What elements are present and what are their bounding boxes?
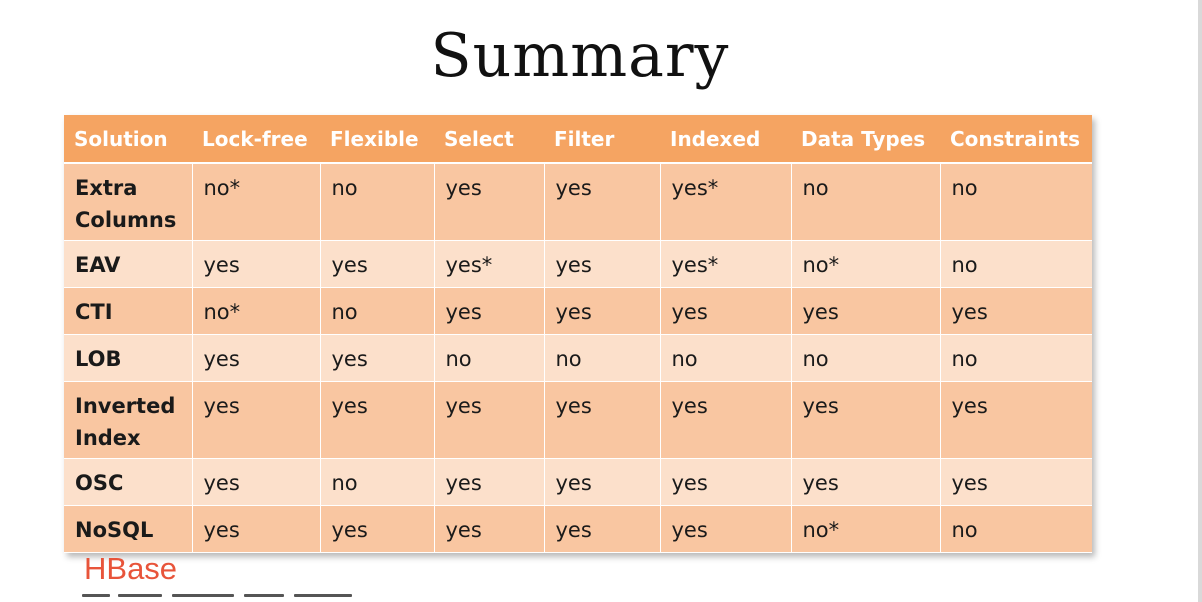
table-cell: no	[790, 163, 940, 241]
hbase-footnote: HBase	[84, 551, 178, 586]
table-cell: yes	[790, 381, 940, 459]
header-select: Select	[434, 115, 544, 164]
table-cell: no	[433, 334, 544, 382]
table-cell: no*	[191, 163, 320, 241]
table-cell: no	[659, 334, 791, 382]
header-constraints: Constraints	[940, 115, 1092, 164]
table-cell: yes	[191, 505, 320, 553]
cropped-text-line	[82, 594, 382, 602]
table-cell: yes	[543, 240, 660, 288]
table-cell: yes	[191, 381, 320, 459]
table-cell: no	[790, 334, 940, 382]
table-cell: yes	[659, 505, 791, 553]
header-filter: Filter	[544, 115, 660, 164]
table-cell: yes	[543, 505, 660, 553]
slide-title: Summary	[430, 21, 730, 91]
table-cell: yes	[543, 458, 660, 506]
table-cell: no	[939, 505, 1092, 553]
header-data-types: Data Types	[791, 115, 940, 164]
table-cell: yes	[433, 287, 544, 335]
table-cell: yes*	[659, 240, 791, 288]
table-cell: yes	[543, 287, 660, 335]
table-cell: yes	[319, 505, 434, 553]
table-cell: yes	[790, 287, 940, 335]
table-row: OSC yes no yes yes yes yes yes	[64, 458, 1092, 506]
row-solution-cell: Extra Columns	[64, 163, 192, 241]
table-cell: no	[319, 163, 434, 241]
table-cell: no*	[191, 287, 320, 335]
table-cell: yes	[433, 458, 544, 506]
header-flexible: Flexible	[320, 115, 434, 164]
table-header-row: Solution Lock-free Flexible Select Filte…	[64, 115, 1092, 164]
header-solution: Solution	[64, 115, 192, 164]
table-row: Inverted Index yes yes yes yes yes yes y…	[64, 381, 1092, 459]
table-cell: yes	[543, 381, 660, 459]
table-cell: yes	[319, 240, 434, 288]
table-cell: yes	[191, 458, 320, 506]
table-cell: no	[319, 287, 434, 335]
header-lock-free: Lock-free	[192, 115, 320, 164]
table-cell: yes	[659, 381, 791, 459]
table-cell: yes	[939, 287, 1092, 335]
table-cell: yes	[433, 381, 544, 459]
table-cell: no	[319, 458, 434, 506]
table-cell: yes	[319, 381, 434, 459]
table-cell: yes	[543, 163, 660, 241]
row-solution-cell: Inverted Index	[64, 381, 192, 459]
summary-table-container: Solution Lock-free Flexible Select Filte…	[64, 115, 1092, 553]
table-cell: yes*	[659, 163, 791, 241]
table-cell: no	[543, 334, 660, 382]
row-solution-cell: OSC	[64, 458, 192, 506]
row-solution-cell: NoSQL	[64, 505, 192, 553]
table-cell: yes	[659, 458, 791, 506]
table-row: Extra Columns no* no yes yes yes* no no	[64, 163, 1092, 241]
table-row: LOB yes yes no no no no no	[64, 334, 1092, 382]
table-cell: no*	[790, 505, 940, 553]
header-indexed: Indexed	[660, 115, 791, 164]
table-cell: yes	[790, 458, 940, 506]
table-cell: yes*	[433, 240, 544, 288]
table-cell: no	[939, 334, 1092, 382]
table-cell: yes	[319, 334, 434, 382]
table-cell: yes	[939, 381, 1092, 459]
table-cell: no	[939, 163, 1092, 241]
row-solution-cell: LOB	[64, 334, 192, 382]
summary-table: Solution Lock-free Flexible Select Filte…	[64, 115, 1092, 553]
table-row: NoSQL yes yes yes yes yes no* no	[64, 505, 1092, 553]
table-row: CTI no* no yes yes yes yes yes	[64, 287, 1092, 335]
row-solution-cell: CTI	[64, 287, 192, 335]
table-row: EAV yes yes yes* yes yes* no* no	[64, 240, 1092, 288]
table-cell: yes	[191, 334, 320, 382]
window-edge	[1198, 0, 1202, 602]
table-cell: yes	[433, 505, 544, 553]
row-solution-cell: EAV	[64, 240, 192, 288]
table-cell: yes	[659, 287, 791, 335]
table-cell: yes	[939, 458, 1092, 506]
table-cell: no*	[790, 240, 940, 288]
table-cell: no	[939, 240, 1092, 288]
table-cell: yes	[191, 240, 320, 288]
table-cell: yes	[433, 163, 544, 241]
